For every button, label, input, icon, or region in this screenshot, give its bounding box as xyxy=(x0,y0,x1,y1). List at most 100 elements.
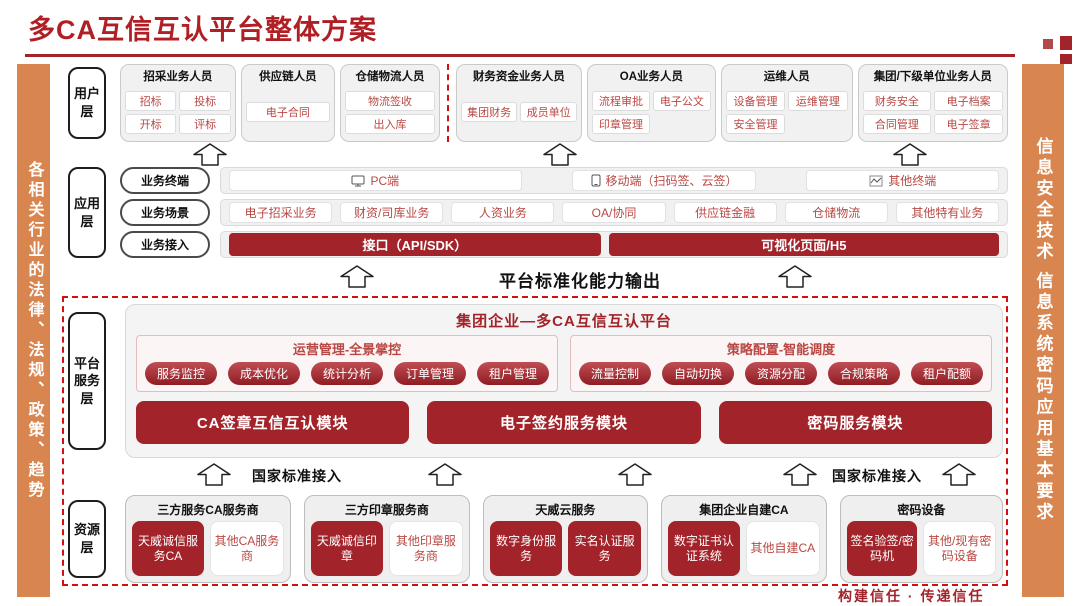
up-arrow-icon xyxy=(893,143,927,166)
user-chip: 电子档案 xyxy=(934,90,1003,111)
user-chip: 电子合同 xyxy=(245,102,331,122)
policy-pill: 自动切换 xyxy=(661,362,734,385)
title-underline xyxy=(25,54,1015,57)
terminal-other: 其他终端 xyxy=(806,170,999,191)
user-chip: 开标 xyxy=(125,113,177,134)
pc-icon xyxy=(351,175,365,186)
resource-group-third-party-seal: 三方印章服务商 天威诚信印章 其他印章服务商 xyxy=(303,495,470,583)
scene-chip: 人资业务 xyxy=(451,202,555,223)
resource-item: 其他CA服务商 xyxy=(209,521,284,576)
brand-logo-square-icon xyxy=(1060,54,1072,64)
user-group-procurement: 招采业务人员 招标 投标 开标 评标 xyxy=(120,64,236,142)
resource-item: 其他/现有密码设备 xyxy=(923,521,997,576)
scene-row-label: 业务场景 xyxy=(120,199,210,226)
user-chip: 电子公文 xyxy=(652,90,711,111)
layer-label-resource: 资源层 xyxy=(68,500,106,578)
module-ca-sign: CA签章互信互认模块 xyxy=(136,401,410,444)
resource-group-self-built-ca: 集团企业自建CA 数字证书认证系统 其他自建CA xyxy=(660,495,827,583)
platform-title: 集团企业—多CA互信互认平台 xyxy=(456,313,672,330)
up-arrow-icon xyxy=(783,463,817,486)
scene-chip: 供应链金融 xyxy=(673,202,777,223)
user-chip: 出入库 xyxy=(345,113,435,134)
user-group-ops: 运维人员 设备管理 运维管理 安全管理 xyxy=(720,64,853,142)
user-chip: 设备管理 xyxy=(725,90,786,111)
standard-access-label: 国家标准接入 xyxy=(252,468,342,484)
panel-operations: 运营管理-全景掌控 服务监控 成本优化 统计分析 订单管理 租户管理 xyxy=(136,335,558,392)
resource-group-title: 集团企业自建CA xyxy=(699,503,789,517)
user-group-title: 集团/下级单位业务人员 xyxy=(873,71,992,83)
user-chip: 成员单位 xyxy=(520,102,577,122)
capability-banner: 平台标准化能力输出 xyxy=(499,272,661,291)
access-row: 业务接入 接口（API/SDK） 可视化页面/H5 xyxy=(120,231,1008,258)
user-chip: 流程审批 xyxy=(591,90,650,111)
user-chip: 电子签章 xyxy=(934,113,1003,134)
user-group-subsidiary: 集团/下级单位业务人员 财务安全 电子档案 合同管理 电子签章 xyxy=(857,64,1008,142)
resource-item: 数字身份服务 xyxy=(489,521,563,576)
operation-pill: 订单管理 xyxy=(394,362,467,385)
right-banner-text: 信息安全技术 信息系统密码应用基本要求 xyxy=(1033,137,1053,524)
user-chip: 印章管理 xyxy=(591,113,650,134)
user-chip: 物流签收 xyxy=(345,90,435,111)
policy-pill: 租户配额 xyxy=(911,362,984,385)
resource-group-title: 密码设备 xyxy=(897,503,946,517)
scene-chip: 仓储物流 xyxy=(784,202,888,223)
up-arrow-icon xyxy=(340,265,374,288)
resource-group-third-party-ca: 三方服务CA服务商 天威诚信服务CA 其他CA服务商 xyxy=(125,495,291,583)
resource-item: 天威诚信服务CA xyxy=(132,521,204,576)
terminal-pc: PC端 xyxy=(229,170,522,191)
resource-group-crypto-device: 密码设备 签名验签/密码机 其他/现有密码设备 xyxy=(839,495,1003,583)
operation-pill: 成本优化 xyxy=(227,362,300,385)
policy-pill: 资源分配 xyxy=(744,362,817,385)
layer-label-platform: 平台服务层 xyxy=(68,312,106,450)
panel-title: 运营管理-全景掌控 xyxy=(292,342,402,357)
resource-group-cloud-service: 天威云服务 数字身份服务 实名认证服务 xyxy=(482,495,648,583)
user-chip: 安全管理 xyxy=(725,113,786,134)
user-group-title: 仓储物流人员 xyxy=(355,71,425,83)
resource-item: 签名验签/密码机 xyxy=(846,521,918,576)
platform-container: 集团企业—多CA互信互认平台 运营管理-全景掌控 服务监控 成本优化 统计分析 … xyxy=(125,304,1003,458)
up-arrow-icon xyxy=(618,463,652,486)
user-group-title: 招采业务人员 xyxy=(143,71,213,83)
chart-icon xyxy=(869,175,883,186)
operation-pill: 统计分析 xyxy=(310,362,383,385)
resource-item: 数字证书认证系统 xyxy=(667,521,740,576)
operation-pill: 服务监控 xyxy=(144,362,217,385)
resource-group-title: 天威云服务 xyxy=(535,503,596,517)
scene-chip: 电子招采业务 xyxy=(229,202,333,223)
terminal-mobile: 移动端（扫码签、云签） xyxy=(571,170,757,191)
page-title: 多CA互信互认平台整体方案 xyxy=(28,15,377,45)
right-banner: 信息安全技术 信息系统密码应用基本要求 xyxy=(1022,64,1064,597)
access-row-label: 业务接入 xyxy=(120,231,210,258)
up-arrow-icon xyxy=(543,143,577,166)
user-chip: 运维管理 xyxy=(788,90,848,111)
user-chip: 招标 xyxy=(125,90,177,111)
left-banner-text: 各相关行业的法律、法规、政策、趋势 xyxy=(25,160,43,501)
access-h5-bar: 可视化页面/H5 xyxy=(608,233,999,256)
module-crypto: 密码服务模块 xyxy=(718,401,992,444)
panel-policy: 策略配置-智能调度 流量控制 自动切换 资源分配 合规策略 租户配额 xyxy=(570,335,992,392)
up-arrow-icon xyxy=(428,463,462,486)
user-chip: 合同管理 xyxy=(862,113,932,134)
terminal-row-label: 业务终端 xyxy=(120,167,210,194)
layer-label-user: 用户层 xyxy=(68,67,106,139)
platform-dashed-frame xyxy=(62,296,1008,586)
module-e-sign: 电子签约服务模块 xyxy=(427,401,701,444)
scene-chip: 其他特有业务 xyxy=(895,202,999,223)
mobile-icon xyxy=(591,174,601,187)
user-group-finance: 财务资金业务人员 集团财务 成员单位 xyxy=(455,64,582,142)
resource-group-title: 三方印章服务商 xyxy=(344,503,429,517)
policy-pill: 合规策略 xyxy=(828,362,901,385)
user-layer-dashed-divider xyxy=(446,64,449,142)
user-group-title: 运维人员 xyxy=(763,71,810,83)
user-chip: 集团财务 xyxy=(460,102,518,122)
user-chip: 评标 xyxy=(179,113,231,134)
up-arrow-icon xyxy=(193,143,227,166)
resource-item: 实名认证服务 xyxy=(568,521,641,576)
resource-item: 其他印章服务商 xyxy=(388,521,463,576)
up-arrow-icon xyxy=(778,265,812,288)
access-api-bar: 接口（API/SDK） xyxy=(229,233,601,256)
scene-row: 业务场景 电子招采业务 财资/司库业务 人资业务 OA/协同 供应链金融 仓储物… xyxy=(120,199,1008,226)
user-layer-band: 招采业务人员 招标 投标 开标 评标 供应链人员 电子合同 仓储物流人员 物流签… xyxy=(120,64,1008,142)
left-banner: 各相关行业的法律、法规、政策、趋势 xyxy=(17,64,50,597)
